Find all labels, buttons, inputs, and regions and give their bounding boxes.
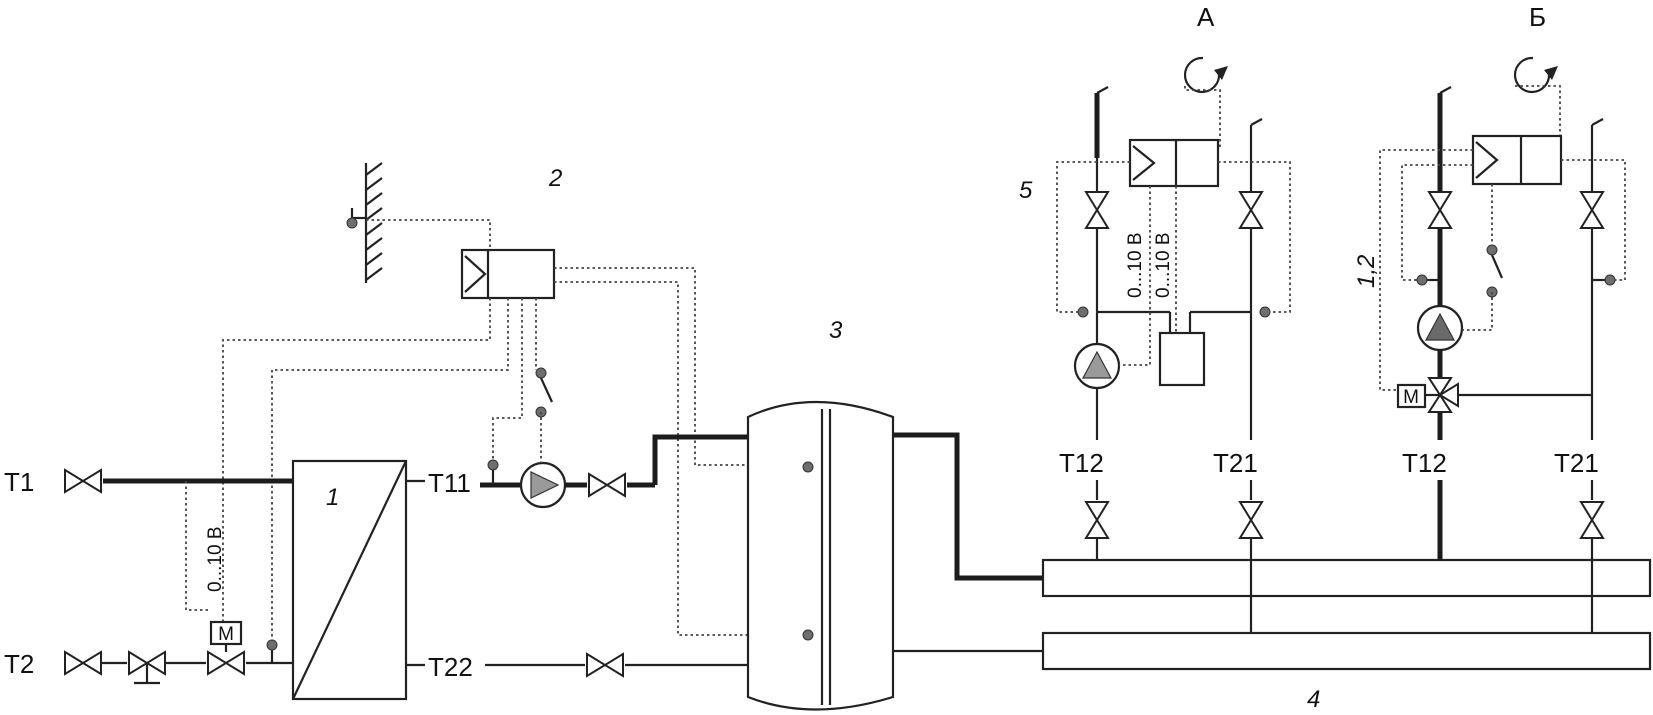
port-t12-b: T12 [1402, 448, 1447, 478]
label-1: 1 [326, 484, 339, 511]
buffer-tank [746, 400, 895, 711]
supply-header [1041, 558, 1652, 598]
valve-b-supply-top [1428, 191, 1452, 229]
t11-sensor [487, 459, 499, 471]
port-t21-a: T21 [1213, 448, 1258, 478]
motor-valve [207, 651, 245, 675]
port-t22: T22 [428, 652, 473, 682]
port-t2: T2 [4, 649, 34, 679]
label-3: 3 [829, 317, 843, 344]
circuit-b-rotation-icon [1513, 56, 1561, 148]
port-t21-b: T21 [1554, 448, 1599, 478]
motor-box-b [1396, 383, 1427, 409]
return-sensor [266, 639, 278, 651]
outdoor-sensor [346, 162, 491, 283]
valve-a-return-top [1239, 191, 1263, 229]
circuit-a-module [1158, 331, 1206, 387]
motor-label-b: M [1403, 387, 1419, 408]
label-5: 5 [1019, 177, 1033, 204]
three-way-valve-b [1427, 377, 1459, 413]
port-t11: T11 [428, 468, 471, 498]
circuit-a-label: А [1197, 2, 1215, 32]
main-controller [460, 248, 556, 300]
motor-box [209, 620, 243, 646]
signal-a-right: 0...10 В [1153, 233, 1174, 299]
controller-b [1471, 134, 1563, 186]
valve-t2-a [64, 651, 102, 675]
valve-a-supply-bottom [1085, 501, 1109, 539]
heat-exchanger [291, 459, 408, 701]
motor-label: M [218, 624, 234, 645]
valve-a-return-bottom [1239, 501, 1263, 539]
circuit-b-label: Б [1529, 2, 1546, 32]
label-2: 2 [548, 165, 562, 192]
valve-t11 [588, 473, 626, 497]
valve-b-return-bottom [1580, 501, 1604, 539]
circuit-a-rotation-icon [1183, 56, 1228, 150]
pump-b [1416, 304, 1464, 352]
valve-t1 [64, 469, 102, 493]
signal-main: 0...10 В [205, 527, 226, 593]
valve-b-return-top [1580, 191, 1604, 229]
label-4: 4 [1307, 686, 1320, 713]
controller-a [1128, 138, 1220, 188]
port-t1: T1 [4, 467, 34, 497]
return-header [1041, 631, 1652, 671]
port-t12-a: T12 [1059, 448, 1104, 478]
pump-main [519, 461, 567, 509]
valve-t22 [586, 653, 624, 677]
pump-a [1073, 342, 1121, 390]
valve-a-supply-top [1085, 191, 1109, 229]
label-1-2: 1,2 [1353, 255, 1380, 288]
signal-a-left: 0...10 В [1125, 233, 1146, 299]
